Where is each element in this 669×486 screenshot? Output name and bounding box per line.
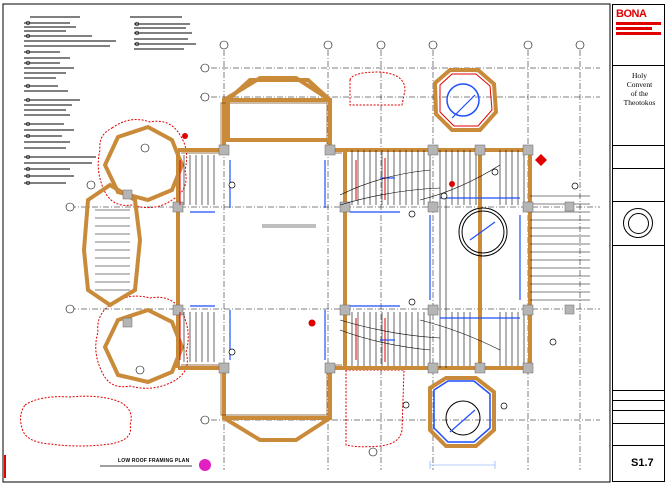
- apse-blue-ring: [433, 83, 491, 443]
- section-symbols: [228, 168, 579, 410]
- sheet-number: S1.7: [631, 457, 654, 469]
- project-title: Holy Convent of the Theotokos: [623, 71, 656, 107]
- red-section-markers: [182, 133, 547, 327]
- grid-bubbles: [65, 40, 585, 457]
- notes-bullets: [25, 20, 140, 186]
- dimension-lines: [429, 461, 496, 469]
- apse-octagons: [81, 68, 499, 448]
- firm-logo: BONA: [616, 9, 661, 37]
- joist-hatching: [183, 150, 590, 368]
- column-grid-lines: [70, 50, 600, 470]
- leader-lines: [262, 164, 501, 351]
- red-ridge-lines: [179, 158, 386, 362]
- firm-name: BONA: [616, 8, 647, 20]
- sheet-border: [2, 3, 611, 483]
- engineer-seal: [623, 208, 653, 238]
- structural-columns: [122, 144, 575, 374]
- main-wall-outline: [176, 76, 532, 442]
- dome-circles: [445, 207, 508, 436]
- north-arrow-marker: [199, 459, 211, 471]
- title-block: BONA Holy Convent of the Theotokos S1.7: [612, 4, 665, 482]
- general-notes-block: [24, 16, 196, 184]
- drawing-caption: LOW ROOF FRAMING PLAN: [118, 458, 190, 464]
- stair-hatching: [95, 209, 130, 291]
- revision-clouds: [20, 71, 406, 448]
